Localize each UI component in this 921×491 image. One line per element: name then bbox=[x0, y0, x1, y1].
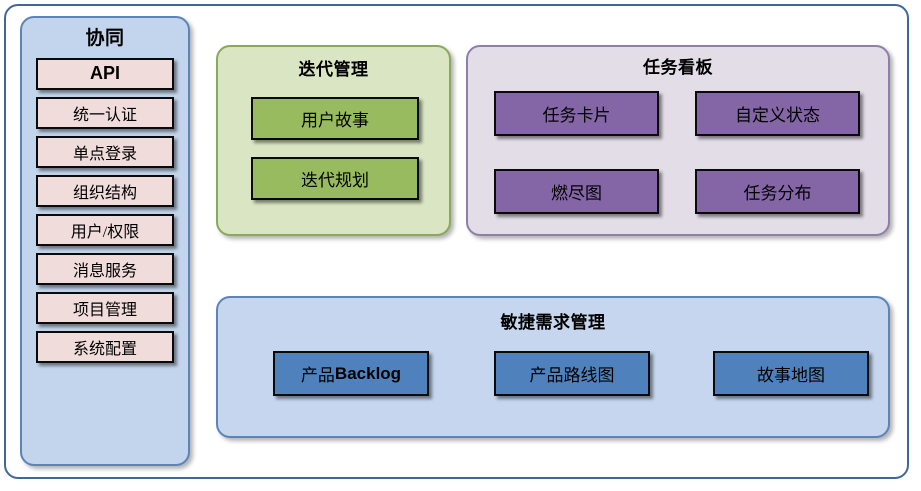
sidebar-item-list: API 统一认证 单点登录 组织结构 用户/权限 消息服务 项目管理 系统配置 bbox=[22, 57, 188, 363]
taskboard-item-task-card[interactable]: 任务卡片 bbox=[494, 91, 659, 136]
group-panel-iteration-management[interactable]: 迭代管理 用户故事 迭代规划 bbox=[216, 45, 451, 236]
iteration-item-iteration-plan[interactable]: 迭代规划 bbox=[251, 157, 419, 200]
agile-item-product-roadmap[interactable]: 产品路线图 bbox=[494, 351, 650, 396]
agile-item-product-backlog-latin: Backlog bbox=[334, 363, 402, 383]
group-title-collaboration: 协同 bbox=[85, 28, 125, 49]
taskboard-item-custom-status[interactable]: 自定义状态 bbox=[695, 91, 860, 136]
group-title-iteration-management: 迭代管理 bbox=[298, 60, 369, 79]
group-title-task-board: 任务看板 bbox=[643, 58, 713, 77]
sidebar-item-user-permission[interactable]: 用户/权限 bbox=[36, 213, 174, 246]
agile-item-story-map[interactable]: 故事地图 bbox=[713, 351, 869, 396]
agile-item-product-backlog-cn: 产品 bbox=[300, 366, 335, 385]
sidebar-item-project-management[interactable]: 项目管理 bbox=[36, 291, 174, 324]
sidebar-item-unified-auth[interactable]: 统一认证 bbox=[36, 96, 174, 129]
sidebar-item-system-config[interactable]: 系统配置 bbox=[36, 330, 174, 363]
taskboard-item-burndown-chart[interactable]: 燃尽图 bbox=[494, 169, 659, 214]
taskboard-item-task-distribution[interactable]: 任务分布 bbox=[695, 169, 860, 214]
group-title-agile-requirements: 敏捷需求管理 bbox=[500, 313, 606, 332]
sidebar-item-single-sign-on[interactable]: 单点登录 bbox=[36, 135, 174, 168]
iteration-item-user-story[interactable]: 用户故事 bbox=[251, 97, 419, 140]
sidebar-item-org-structure[interactable]: 组织结构 bbox=[36, 174, 174, 207]
group-panel-task-board[interactable]: 任务看板 任务卡片 自定义状态 燃尽图 任务分布 bbox=[466, 45, 890, 236]
sidebar-item-api[interactable]: API bbox=[36, 57, 174, 90]
group-panel-collaboration[interactable]: 协同 API 统一认证 单点登录 组织结构 用户/权限 消息服务 项目管理 系统… bbox=[20, 16, 190, 466]
sidebar-item-message-service[interactable]: 消息服务 bbox=[36, 252, 174, 285]
